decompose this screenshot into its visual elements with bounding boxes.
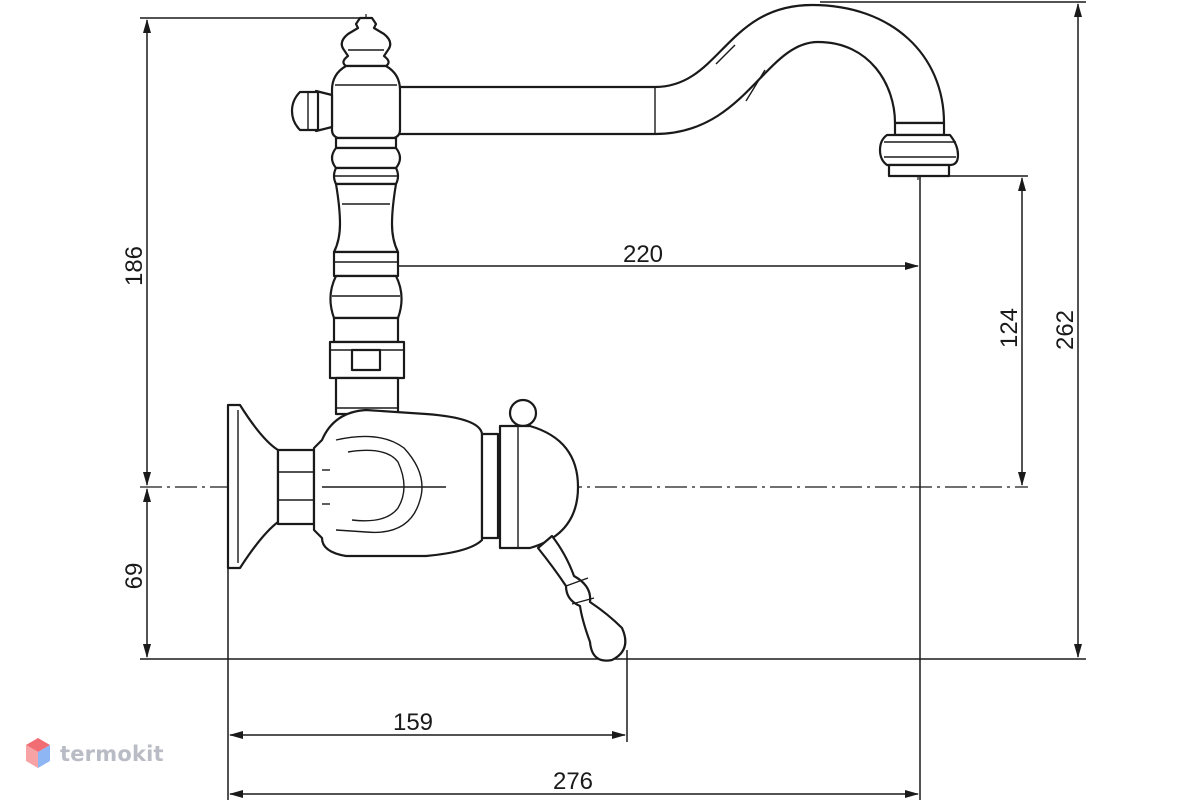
termokit-logo: termokit — [24, 736, 164, 772]
dim-label-220: 220 — [623, 241, 663, 268]
dimension-lines — [143, 3, 1082, 798]
wall-flange — [226, 403, 316, 570]
valve-body — [312, 408, 500, 558]
dim-label-159: 159 — [393, 709, 433, 736]
brand-name: termokit — [60, 742, 164, 766]
spout — [396, 3, 960, 178]
ornamental-column — [290, 16, 406, 416]
dim-label-262: 262 — [1052, 310, 1079, 350]
cube-left-face — [26, 745, 38, 768]
dim-label-124: 124 — [996, 308, 1023, 348]
dim-label-276: 276 — [553, 768, 593, 795]
dimension-labels: 186 69 220 124 262 159 276 — [121, 241, 1079, 795]
lever-handle — [498, 398, 627, 662]
dim-label-186: 186 — [121, 246, 148, 286]
cube-logo-icon — [26, 738, 50, 768]
dim-label-69: 69 — [121, 563, 148, 590]
cube-right-face — [38, 745, 50, 768]
